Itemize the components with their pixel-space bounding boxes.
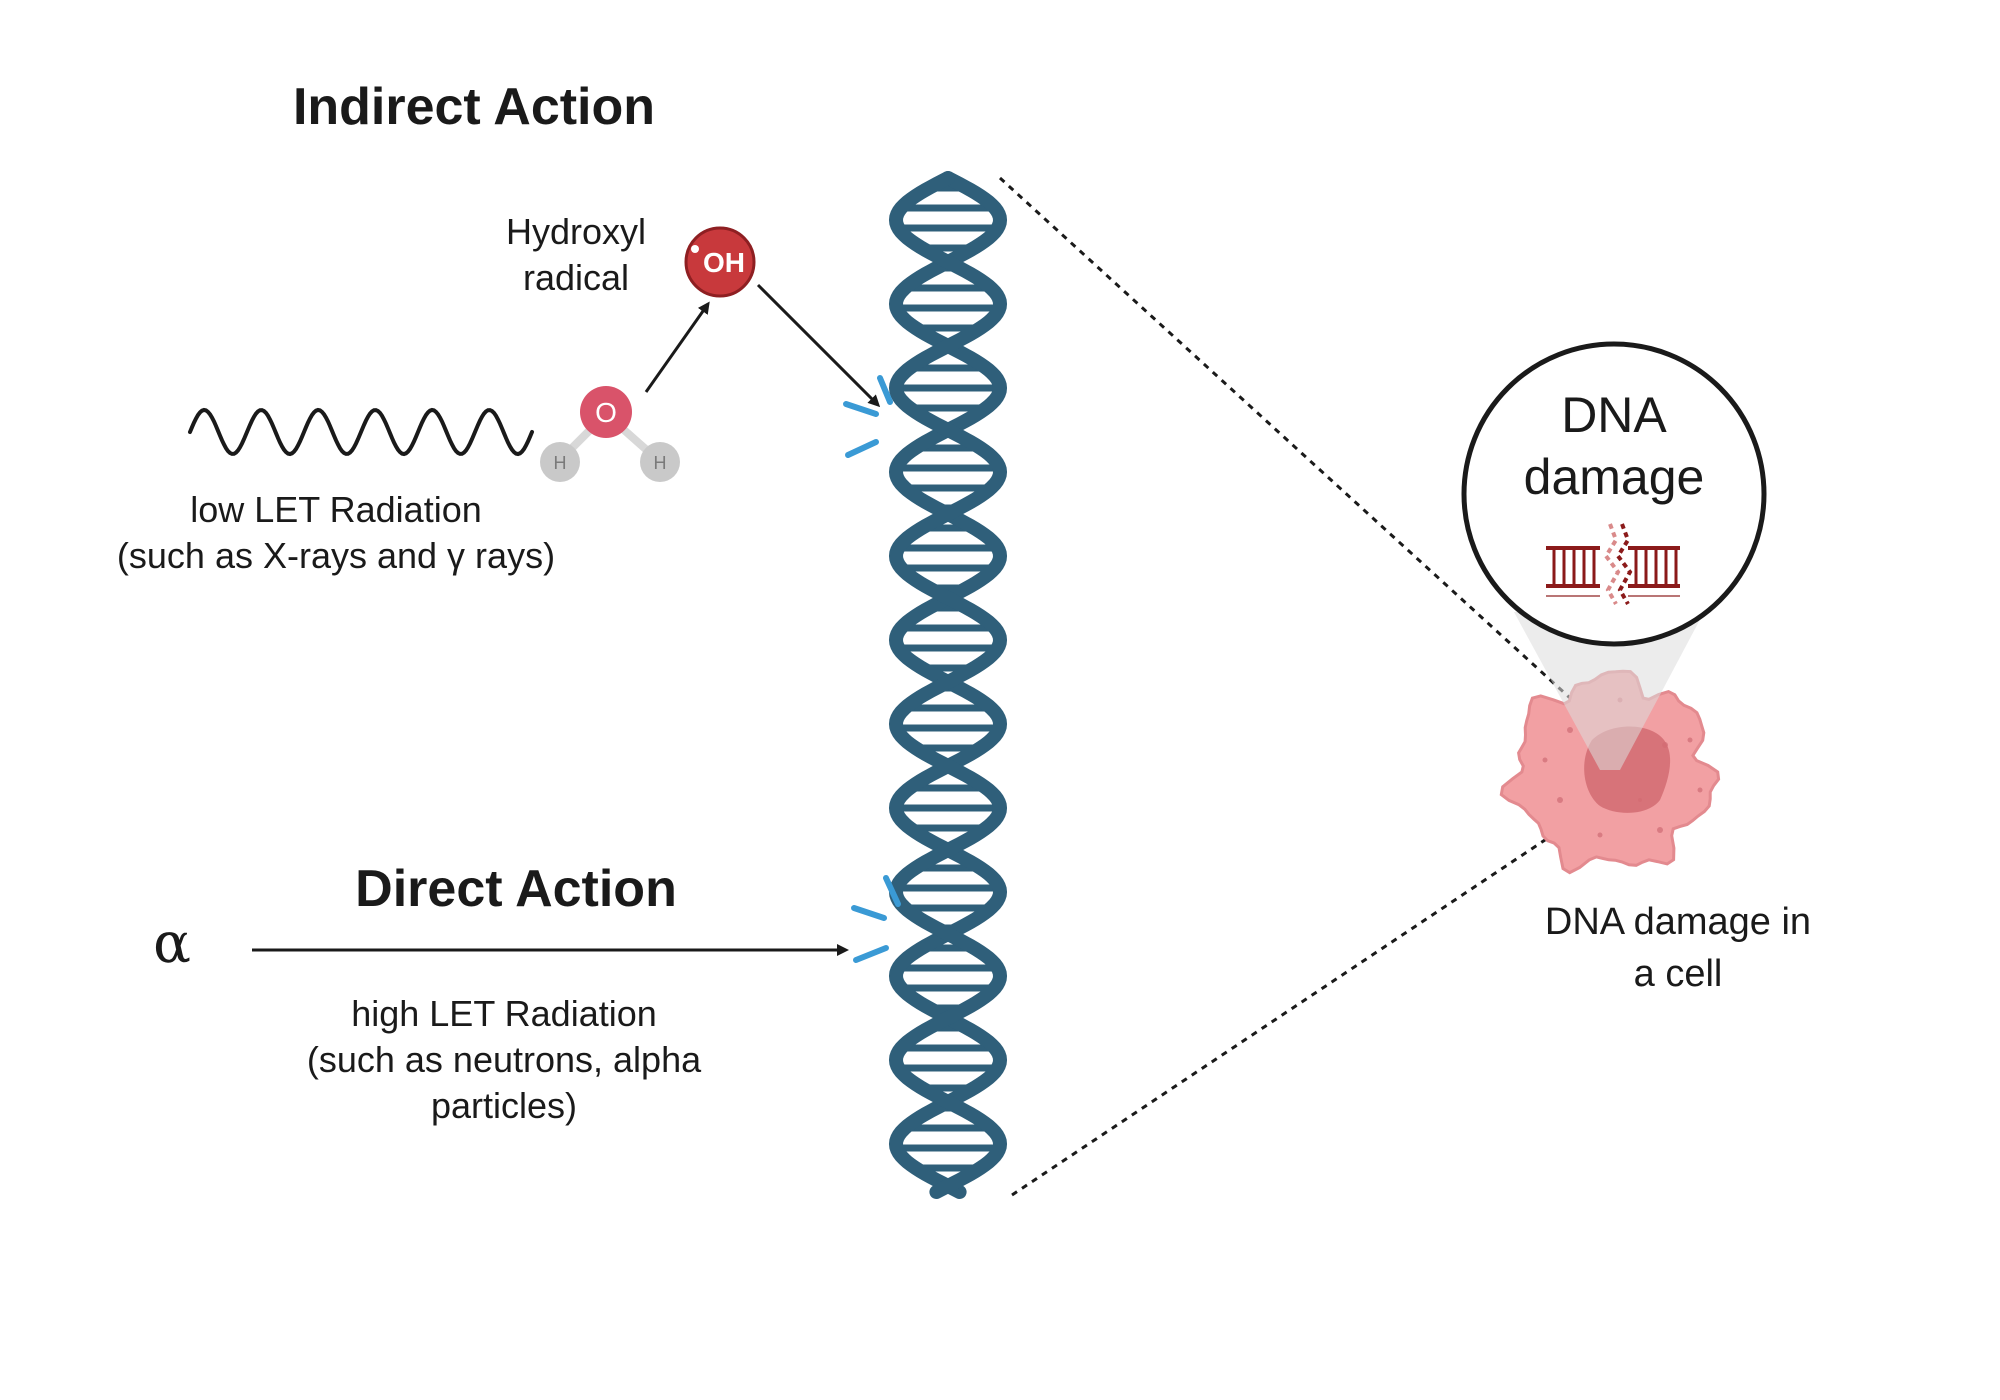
magnifier-cone <box>1514 612 1704 770</box>
low-let-wave <box>188 407 534 457</box>
hydrogen-atom-left <box>540 442 580 482</box>
dna-strand-2 <box>888 171 1008 1199</box>
direct-action-title: Direct Action <box>355 860 677 918</box>
arrow-to-radical <box>644 301 710 393</box>
hydrogen-atom-right <box>640 442 680 482</box>
break-mark-indirect <box>843 375 893 458</box>
cell-caption-line2: a cell <box>1634 953 1723 995</box>
low-let-label-line1: low LET Radiation <box>190 489 482 530</box>
oxygen-symbol: O <box>595 397 617 428</box>
arrow-radical-to-dna <box>756 283 881 408</box>
hydroxyl-label-line1: Hydroxyl <box>506 211 646 252</box>
high-let-label-line3: particles) <box>431 1085 577 1126</box>
magnifier-bubble <box>1461 341 1767 647</box>
hydroxyl-radical: OH <box>684 226 756 298</box>
oxygen-atom <box>580 386 632 438</box>
indirect-action-title: Indirect Action <box>293 78 655 136</box>
water-molecule: O H H <box>540 386 680 482</box>
cell-caption-line1: DNA damage in <box>1545 901 1811 943</box>
radical-symbol: OH <box>703 247 745 278</box>
hydroxyl-label-line2: radical <box>523 257 629 298</box>
break-mark-direct <box>851 875 901 963</box>
high-let-label-line2: (such as neutrons, alpha <box>307 1039 702 1080</box>
zoom-line-bottom <box>1011 788 1621 1197</box>
alpha-symbol: α <box>153 911 191 976</box>
low-let-label-line2: (such as X-rays and γ rays) <box>117 535 555 576</box>
bubble-label-line2: damage <box>1524 449 1705 505</box>
broken-dna-icon <box>1546 523 1680 605</box>
dna-helix <box>888 171 1008 1199</box>
hydrogen-symbol-right: H <box>654 453 667 473</box>
bubble-label-line1: DNA <box>1561 387 1667 443</box>
hydrogen-symbol-left: H <box>554 453 567 473</box>
radical-dot <box>691 245 699 253</box>
high-let-label-line1: high LET Radiation <box>351 993 657 1034</box>
